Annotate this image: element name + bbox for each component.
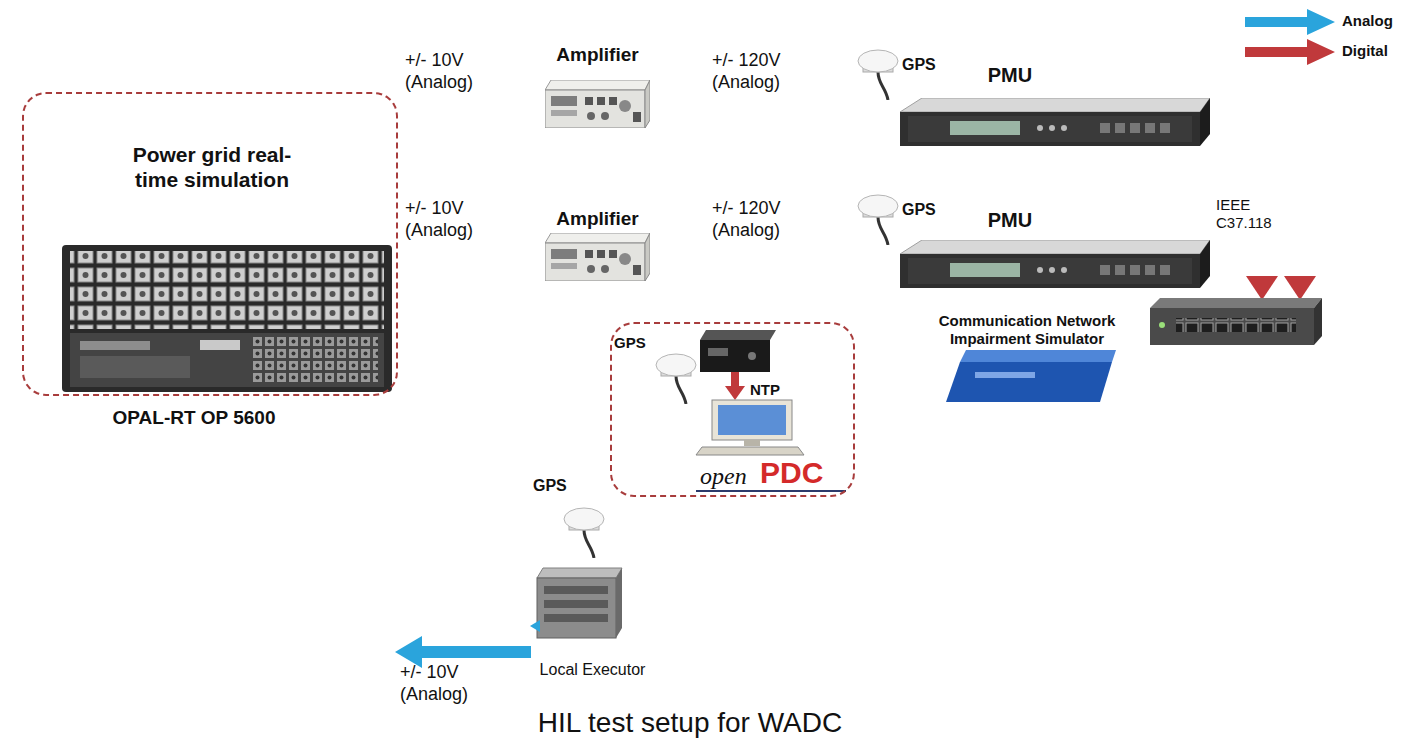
ntp-arrow [725,372,745,400]
signal-label: +/- 120V (Analog) [712,198,812,241]
signal-label: +/- 10V (Analog) [405,50,500,93]
arrow-head [1284,276,1316,300]
figure-caption: HIL test setup for WADC [0,706,1380,740]
computer-picture [696,400,804,455]
node-text: Local Executor [525,660,660,679]
local-executor-box: Local Executor [525,505,664,685]
network-switch-picture [1150,298,1322,345]
impairment-simulator-picture [946,350,1116,402]
plain-label: GPS [533,476,567,495]
plain-label: GPS [902,55,936,74]
node-text: PMU [970,208,1050,232]
plain-label: GPS [902,200,936,219]
plain-label: IEEE C37.118 [1216,196,1284,232]
amplifier-picture [545,80,650,128]
pdc-group: open PDC [610,322,855,497]
node-text: open [700,462,747,491]
legend-arrow [1245,9,1335,35]
gps-antenna [858,50,898,100]
opal-rt-simulator [62,245,392,392]
legend-swatch [1245,39,1335,65]
local-executor-picture [530,568,622,638]
simulator-group: Power grid real-time simulationOPAL-RT O… [22,92,398,396]
gps-antenna [564,508,604,558]
plain-label: NTP [750,381,780,399]
node-text: PDC [760,455,823,491]
plain-label: GPS [614,334,646,352]
node-text: Amplifier [535,44,660,67]
legend-text: Digital [1342,42,1388,60]
plain-label: +/- 10V (Analog) [400,662,495,705]
pmu-picture [900,240,1210,288]
impairment-simulator-box: Communication Network Impairment Simulat… [932,312,1126,404]
pmu-picture [900,98,1210,146]
legend-arrow [1245,39,1335,65]
node-text: OPAL-RT OP 5600 [24,407,364,430]
signal-label: +/- 120V (Analog) [712,50,812,93]
node-text: Power grid real-time simulation [117,142,307,192]
amplifier-box: Amplifier [535,40,664,135]
node-text: Amplifier [535,208,660,231]
node-text: Communication Network Impairment Simulat… [932,312,1122,348]
node-text: PMU [970,63,1050,87]
arrow-head [1246,276,1278,300]
amplifier-box: Amplifier [535,204,664,286]
amplifier-picture [545,233,650,281]
legend-text: Analog [1342,12,1393,30]
logo-underline [696,490,846,492]
legend-swatch [1245,9,1335,35]
signal-label: +/- 10V (Analog) [405,198,500,241]
gps-receiver-picture [700,330,776,372]
gps-antenna [858,195,898,245]
gps-antenna [656,354,696,404]
